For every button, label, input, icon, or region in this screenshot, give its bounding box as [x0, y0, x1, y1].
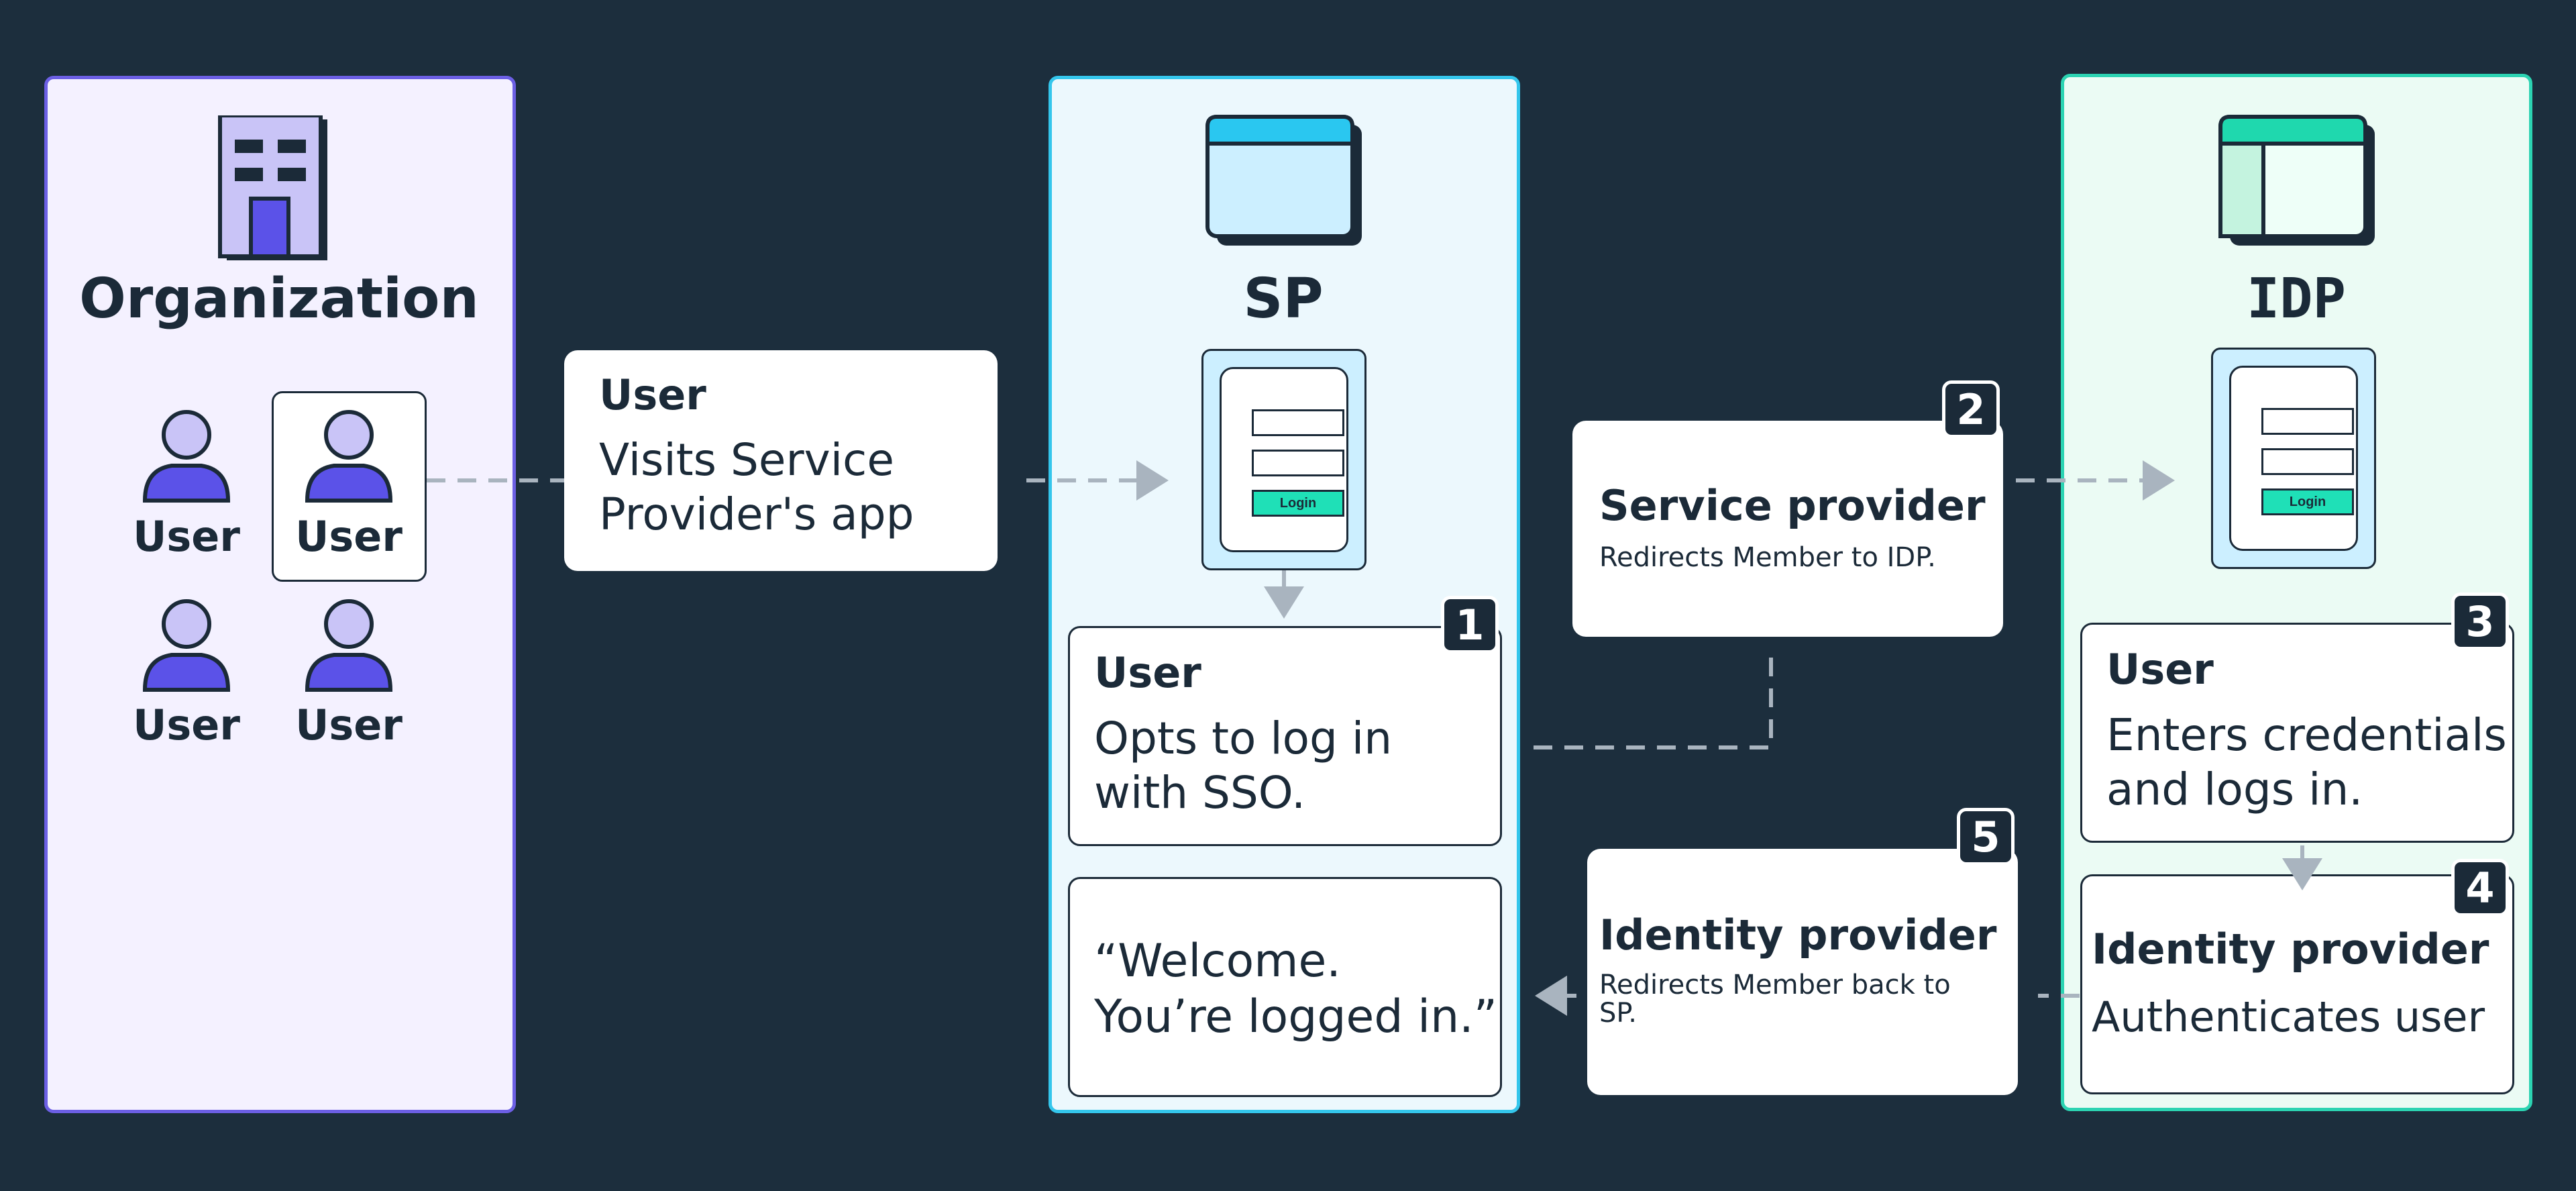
- card-text: Authenticates user: [2092, 992, 2485, 1041]
- card-text: Enters credentials and logs in.: [2106, 709, 2507, 817]
- card-text-line: Visits Service: [599, 434, 894, 486]
- step-4-card: Identity provider Authenticates user: [2080, 874, 2514, 1094]
- welcome-line: “Welcome.: [1094, 935, 1341, 988]
- step-5-card: Identity provider Redirects Member back …: [1587, 849, 2018, 1095]
- login-button: Login: [1252, 490, 1344, 517]
- card-heading: User: [2106, 645, 2214, 694]
- card-text-line: SP.: [1599, 998, 1637, 1029]
- card-heading: Identity provider: [1599, 911, 1997, 960]
- card-text: Redirects Member back to SP.: [1599, 971, 1951, 1027]
- user-icon: [305, 410, 393, 503]
- step-1-badge: 1: [1441, 596, 1499, 654]
- step-5-badge: 5: [1957, 808, 2015, 866]
- step-3-badge: 3: [2451, 592, 2509, 650]
- sp-title: SP: [1243, 267, 1324, 331]
- user-label: User: [295, 701, 402, 749]
- user-label: User: [295, 512, 402, 561]
- step-1-card: User Opts to log in with SSO.: [1068, 626, 1502, 846]
- password-field: [2261, 448, 2354, 475]
- card-text-line: Redirects Member back to: [1599, 970, 1951, 1000]
- card-text: Redirects Member to IDP.: [1599, 542, 1936, 573]
- card-text-line: Opts to log in: [1094, 713, 1393, 764]
- card-text-line: Provider's app: [599, 488, 914, 540]
- card-heading: User: [599, 370, 706, 419]
- step-3-card: User Enters credentials and logs in.: [2080, 623, 2514, 843]
- card-heading: User: [1094, 648, 1201, 697]
- connector-step1-to-step2: [1534, 650, 1773, 749]
- user-label: User: [133, 701, 240, 749]
- app-window-icon: [2218, 115, 2375, 246]
- user-visit-card: User Visits Service Provider's app: [564, 350, 998, 571]
- username-field: [1252, 409, 1344, 436]
- idp-title: IDP: [2246, 267, 2347, 331]
- welcome-line: You’re logged in.”: [1094, 990, 1498, 1043]
- building-icon: [218, 115, 327, 260]
- card-text-line: Enters credentials: [2106, 709, 2507, 761]
- step-2-card: Service provider Redirects Member to IDP…: [1572, 421, 2003, 637]
- idp-login-form: Login: [2211, 348, 2376, 569]
- card-text-line: and logs in.: [2106, 763, 2363, 815]
- welcome-text: “Welcome. You’re logged in.”: [1094, 934, 1497, 1045]
- card-text: Opts to log in with SSO.: [1094, 712, 1392, 820]
- sp-login-form: Login: [1201, 349, 1366, 570]
- browser-window-icon: [1205, 115, 1362, 246]
- phone-screen: Login: [1220, 367, 1348, 552]
- user-icon: [305, 599, 393, 692]
- login-button: Login: [2261, 488, 2354, 515]
- card-text-line: with SSO.: [1094, 766, 1306, 819]
- step-4-badge: 4: [2451, 859, 2509, 917]
- username-field: [2261, 408, 2354, 435]
- card-text: Visits Service Provider's app: [599, 433, 914, 541]
- organization-title: Organization: [79, 267, 479, 331]
- user-icon: [142, 410, 231, 503]
- user-icon: [142, 599, 231, 692]
- card-heading: Identity provider: [2092, 925, 2489, 974]
- phone-screen: Login: [2229, 366, 2358, 551]
- welcome-card: “Welcome. You’re logged in.”: [1068, 877, 1502, 1097]
- step-2-badge: 2: [1942, 380, 2000, 438]
- card-heading: Service provider: [1599, 481, 1986, 530]
- user-label: User: [133, 512, 240, 561]
- password-field: [1252, 450, 1344, 476]
